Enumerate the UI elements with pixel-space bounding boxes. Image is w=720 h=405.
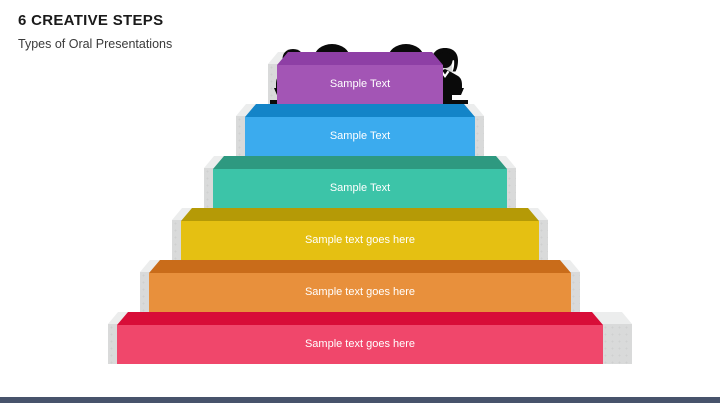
- step-top-face: [149, 260, 571, 273]
- step-front-face: Sample text goes here: [117, 325, 603, 364]
- step-bar-3[interactable]: Sample Text: [213, 156, 507, 208]
- step-front-face: Sample Text: [213, 169, 507, 208]
- slide-header: 6 CREATIVE STEPS Types of Oral Presentat…: [18, 12, 418, 52]
- step-bar-4[interactable]: Sample text goes here: [181, 208, 539, 260]
- staircase-graphic: Sample Text Sample Text Sample Text Samp…: [108, 44, 632, 396]
- step-label: Sample Text: [329, 130, 391, 142]
- step-top-face: [117, 312, 603, 325]
- step-top-face: [277, 52, 443, 65]
- step-front-face: Sample Text: [245, 117, 475, 156]
- step-label: Sample Text: [329, 182, 391, 194]
- step-label: Sample Text: [329, 78, 391, 90]
- page-subtitle: Types of Oral Presentations: [18, 37, 173, 51]
- step-front-face: Sample text goes here: [181, 221, 539, 260]
- step-top-face: [213, 156, 507, 169]
- step-label: Sample text goes here: [304, 338, 416, 350]
- step-front-face: Sample Text: [277, 65, 443, 104]
- step-top-face: [181, 208, 539, 221]
- step-top-face: [245, 104, 475, 117]
- staircase-diagram: Sample Text Sample Text Sample Text Samp…: [108, 44, 632, 396]
- step-label: Sample text goes here: [304, 286, 416, 298]
- bottom-accent-bar: [0, 397, 720, 403]
- step-label: Sample text goes here: [304, 234, 416, 246]
- step-bar-2[interactable]: Sample Text: [245, 104, 475, 156]
- step-bar-5[interactable]: Sample text goes here: [149, 260, 571, 312]
- step-front-face: Sample text goes here: [149, 273, 571, 312]
- page-title: 6 CREATIVE STEPS: [18, 12, 164, 29]
- step-bar-1[interactable]: Sample Text: [277, 52, 443, 104]
- step-bar-6[interactable]: Sample text goes here: [117, 312, 603, 364]
